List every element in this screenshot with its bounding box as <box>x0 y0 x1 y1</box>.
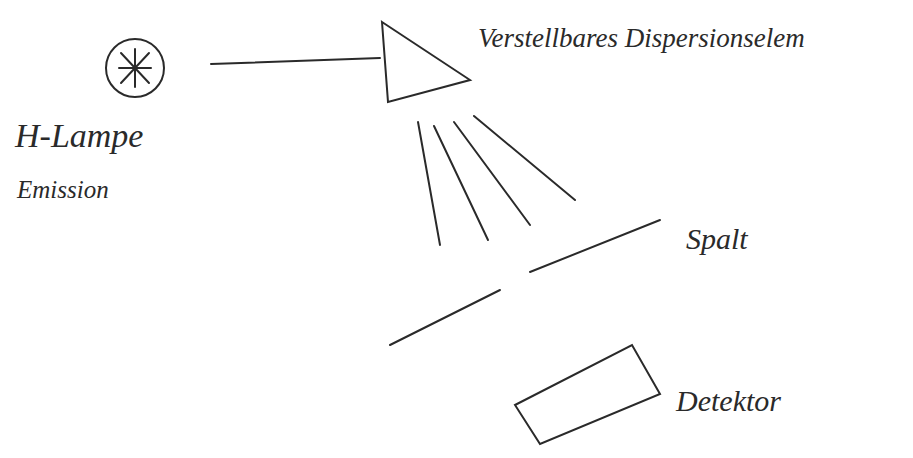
lamp-label: H-Lampe <box>15 117 205 154</box>
slit-edge <box>390 290 500 345</box>
lamp-symbol <box>15 25 175 125</box>
light-ray <box>474 116 575 200</box>
element-label: Verstellbares Dispersionselem <box>478 24 805 54</box>
detector-symbol <box>515 345 660 444</box>
lamp-label: Emission <box>17 176 205 204</box>
detector-label: Detektor <box>676 384 781 417</box>
light-ray <box>418 122 440 245</box>
light-ray <box>434 126 488 240</box>
slit-label: Spalt <box>686 222 748 255</box>
light-path <box>211 58 380 64</box>
lamp-node: H-LampeEmission <box>15 25 211 210</box>
prism-node: Verstellbares Dispersionselem <box>380 12 811 60</box>
slit-edge <box>530 220 660 272</box>
light-ray <box>454 122 530 225</box>
